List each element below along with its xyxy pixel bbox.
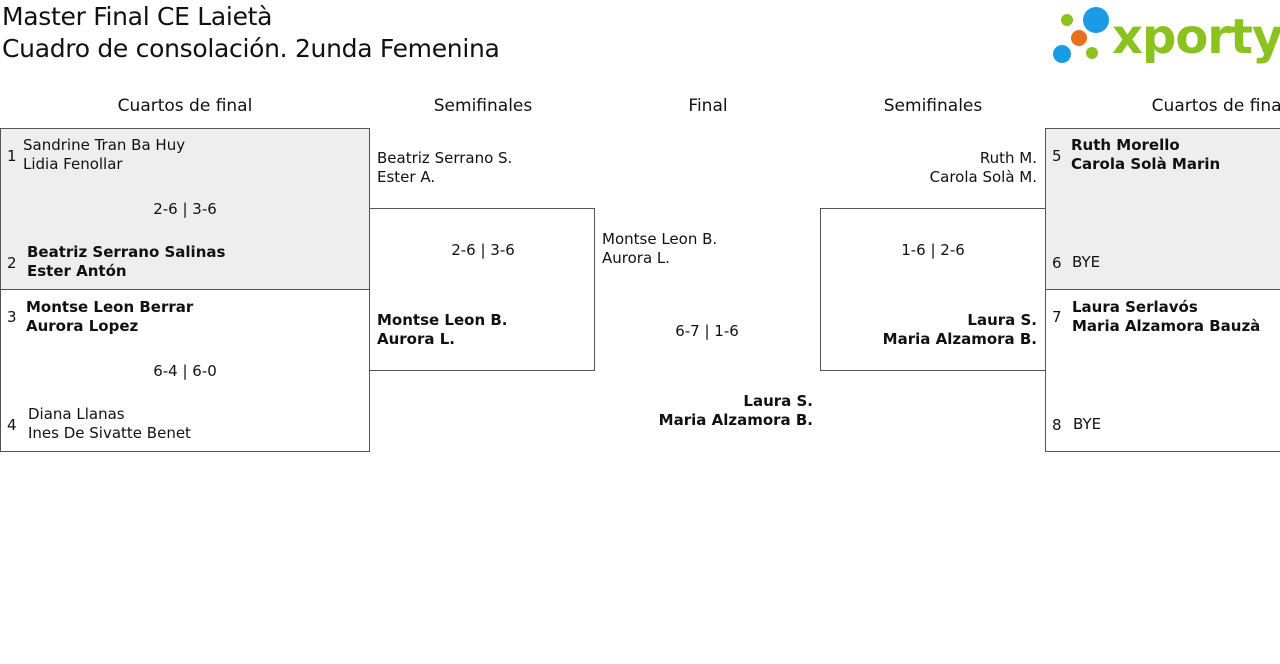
match-score: 6-4 | 6-0: [153, 362, 217, 380]
xporty-logo-icon: [1053, 7, 1109, 63]
page-subtitle: Cuadro de consolación. 2unda Femenina: [2, 34, 500, 63]
seed-number: 3: [7, 308, 17, 326]
player-name-bye: BYE: [1073, 415, 1102, 433]
player-name-bye: BYE: [1072, 253, 1101, 271]
player-name: Ines De Sivatte Benet: [28, 424, 191, 442]
seed-number: 8: [1052, 416, 1062, 434]
player-name-winner: Montse Leon Berrar: [26, 298, 194, 316]
player-name-winner: Aurora L.: [377, 330, 455, 348]
player-name-winner: Carola Solà Marin: [1071, 155, 1221, 173]
column-header-left-quarterfinals: Cuartos de final: [117, 96, 253, 116]
column-header-right-semifinals: Semifinales: [883, 96, 983, 116]
player-name: Lidia Fenollar: [23, 155, 123, 173]
logo-dot-1: [1053, 45, 1071, 63]
seed-number: 5: [1052, 147, 1062, 165]
player-name-winner: Maria Alzamora Bauzà: [1072, 317, 1261, 335]
logo-dot-4: [1083, 7, 1109, 33]
player-name: Montse Leon B.: [602, 230, 718, 248]
match-score: 1-6 | 2-6: [901, 241, 965, 259]
match-box-right-qf-2: [1045, 289, 1280, 452]
player-name: Diana Llanas: [28, 405, 125, 423]
match-score: 2-6 | 3-6: [451, 241, 515, 259]
page-title: Master Final CE Laietà: [2, 2, 273, 31]
player-name-winner: Laura S.: [967, 311, 1037, 329]
player-name: Sandrine Tran Ba Huy: [23, 136, 186, 154]
logo-dot-2: [1061, 14, 1073, 26]
seed-number: 2: [7, 254, 17, 272]
player-name-winner: Montse Leon B.: [377, 311, 508, 329]
player-name-winner: Ruth Morello: [1071, 136, 1180, 154]
match-box-left-qf-1: [0, 128, 370, 290]
logo-wordmark: xporty: [1112, 9, 1280, 65]
seed-number: 1: [7, 147, 17, 165]
seed-number: 4: [7, 416, 17, 434]
seed-number: 6: [1052, 254, 1062, 272]
match-score: 2-6 | 3-6: [153, 200, 217, 218]
logo-dot-5: [1086, 47, 1098, 59]
player-name: Ester A.: [377, 168, 436, 186]
player-name: Aurora L.: [602, 249, 671, 267]
match-box-left-semifinal: [369, 208, 595, 371]
player-name: Ruth M.: [979, 149, 1037, 167]
logo-dot-3: [1071, 30, 1087, 46]
player-name: Carola Solà M.: [929, 168, 1037, 186]
seed-number: 7: [1052, 308, 1062, 326]
match-score: 6-7 | 1-6: [675, 322, 739, 340]
column-header-right-quarterfinals: Cuartos de final: [1151, 96, 1280, 116]
player-name-winner: Maria Alzamora B.: [882, 330, 1037, 348]
column-header-left-semifinals: Semifinales: [433, 96, 533, 116]
column-header-final: Final: [688, 96, 728, 116]
player-name-winner: Beatriz Serrano Salinas: [27, 243, 226, 261]
player-name-winner: Laura Serlavós: [1072, 298, 1198, 316]
player-name-winner: Maria Alzamora B.: [658, 411, 813, 429]
player-name: Beatriz Serrano S.: [377, 149, 513, 167]
player-name-winner: Laura S.: [743, 392, 813, 410]
player-name-winner: Aurora Lopez: [26, 317, 139, 335]
player-name-winner: Ester Antón: [27, 262, 127, 280]
